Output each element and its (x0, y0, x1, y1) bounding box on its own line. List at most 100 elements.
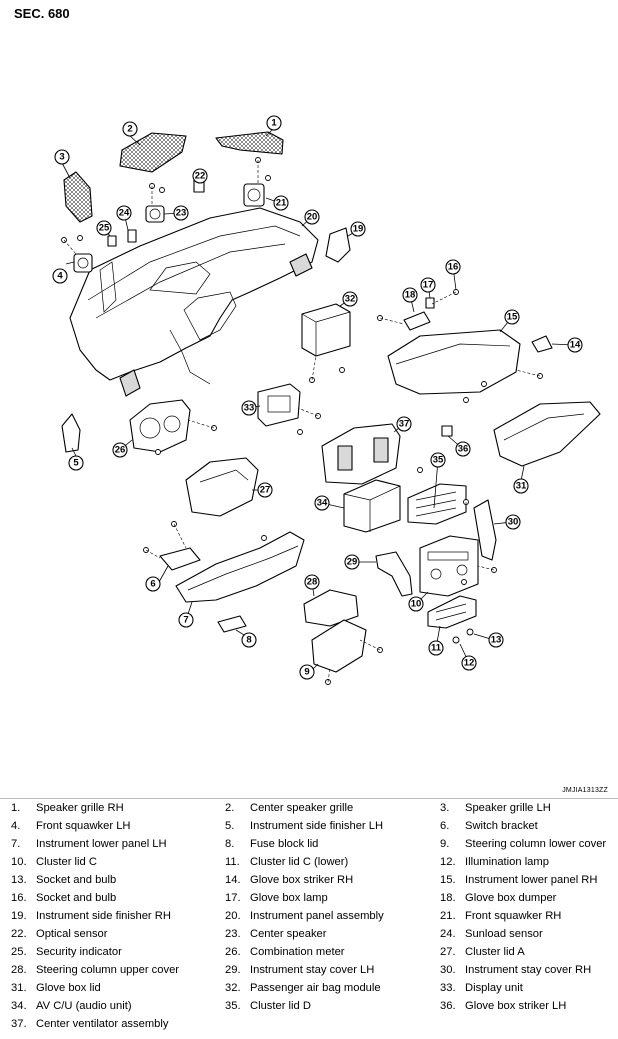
svg-text:1: 1 (271, 118, 277, 129)
svg-text:29: 29 (347, 557, 358, 568)
instrument-stay-cover-lh-part (375, 551, 413, 597)
instrument-side-finisher-lh-part (61, 413, 81, 453)
svg-text:32: 32 (345, 294, 356, 305)
callout-13: 13 (488, 632, 504, 648)
svg-text:14: 14 (570, 340, 581, 351)
svg-text:12: 12 (464, 658, 475, 669)
svg-text:11: 11 (431, 643, 442, 654)
svg-text:16: 16 (448, 262, 459, 273)
svg-text:3: 3 (59, 152, 64, 163)
svg-text:21: 21 (276, 198, 287, 209)
svg-text:8: 8 (246, 635, 251, 646)
callout-33: 33 (241, 400, 257, 416)
svg-text:24: 24 (119, 208, 130, 219)
fuse-block-lid-part (217, 615, 247, 633)
glove-box-lid-part (493, 401, 601, 467)
svg-text:4: 4 (57, 271, 63, 282)
callout-34: 34 (314, 495, 330, 511)
steering-column-lower-cover-part (311, 619, 367, 673)
svg-text:33: 33 (244, 403, 255, 414)
av-cu-audio-unit-part (343, 479, 401, 533)
callout-leader-lines (61, 129, 575, 673)
glove-box-striker-rh-part (531, 335, 553, 353)
callout-30: 30 (505, 514, 521, 530)
callout-37: 37 (396, 416, 412, 432)
svg-text:37: 37 (399, 419, 410, 430)
callout-26: 26 (112, 442, 128, 458)
glove-box-striker-lh-part (441, 425, 453, 437)
passenger-air-bag-module-part (301, 303, 351, 357)
callout-36: 36 (455, 441, 471, 457)
svg-text:5: 5 (73, 458, 79, 469)
callout-7: 7 (178, 612, 194, 628)
callout-4: 4 (52, 268, 68, 284)
fastener-screws (61, 157, 543, 685)
instrument-lower-panel-lh-part (175, 531, 305, 603)
callout-23: 23 (173, 205, 189, 221)
callout-1: 1 (266, 115, 282, 131)
svg-text:7: 7 (183, 615, 188, 626)
legend-divider (0, 798, 618, 799)
cluster-lid-d-part (407, 483, 467, 525)
center-ventilator-assembly-part (321, 423, 401, 485)
svg-text:10: 10 (411, 599, 422, 610)
svg-text:19: 19 (353, 224, 364, 235)
callout-28: 28 (304, 574, 320, 590)
center-speaker-grille-part (119, 132, 187, 173)
callout-18: 18 (402, 287, 418, 303)
instrument-side-finisher-rh-part (325, 227, 351, 263)
section-label: SEC. 680 (14, 6, 70, 21)
callout-10: 10 (408, 596, 424, 612)
svg-text:20: 20 (307, 212, 318, 223)
speaker-grille-lh-part (63, 171, 93, 223)
figure-reference-code: JMJIA1313ZZ (562, 787, 608, 794)
cluster-lid-c-part (419, 535, 479, 597)
svg-text:35: 35 (433, 455, 444, 466)
display-unit-part (257, 383, 301, 427)
svg-text:9: 9 (304, 667, 309, 678)
callout-27: 27 (257, 482, 273, 498)
callout-25: 25 (96, 220, 112, 236)
steering-column-upper-cover-part (303, 589, 359, 627)
callout-19: 19 (350, 221, 366, 237)
callout-35: 35 (430, 452, 446, 468)
speaker-grille-rh-part (215, 131, 284, 155)
svg-text:2: 2 (127, 124, 132, 135)
callout-8: 8 (241, 632, 257, 648)
combination-meter-part (129, 399, 191, 453)
callout-14: 14 (567, 337, 583, 353)
callout-3: 3 (54, 149, 70, 165)
callout-17: 17 (420, 277, 436, 293)
svg-text:25: 25 (99, 223, 110, 234)
callout-12: 12 (461, 655, 477, 671)
illumination-lamp-and-socket-part (452, 628, 474, 644)
callout-15: 15 (504, 309, 520, 325)
instrument-stay-cover-rh-part (473, 499, 497, 561)
callout-24: 24 (116, 205, 132, 221)
callout-21: 21 (273, 195, 289, 211)
callout-29: 29 (344, 554, 360, 570)
cluster-lid-a-part (185, 457, 259, 517)
callout-11: 11 (428, 640, 444, 656)
svg-text:31: 31 (516, 481, 527, 492)
svg-text:27: 27 (260, 485, 271, 496)
callout-20: 20 (304, 209, 320, 225)
svg-text:36: 36 (458, 444, 469, 455)
sensor-and-speaker-parts (73, 179, 265, 273)
callout-9: 9 (299, 664, 315, 680)
svg-text:15: 15 (507, 312, 518, 323)
instrument-lower-panel-rh-part (387, 297, 521, 395)
callout-6: 6 (145, 576, 161, 592)
cluster-lid-c-lower-part (427, 595, 477, 629)
svg-text:6: 6 (150, 579, 155, 590)
callout-16: 16 (445, 259, 461, 275)
exploded-parts-diagram: 1 2 3 4 5 6 7 8 9 10 11 12 13 14 15 16 1… (52, 115, 601, 685)
svg-text:34: 34 (317, 498, 328, 509)
svg-text:13: 13 (491, 635, 502, 646)
svg-text:28: 28 (307, 577, 318, 588)
switch-bracket-part (159, 547, 201, 571)
svg-text:26: 26 (115, 445, 126, 456)
callout-31: 31 (513, 478, 529, 494)
callout-2: 2 (122, 121, 138, 137)
callout-5: 5 (68, 455, 84, 471)
